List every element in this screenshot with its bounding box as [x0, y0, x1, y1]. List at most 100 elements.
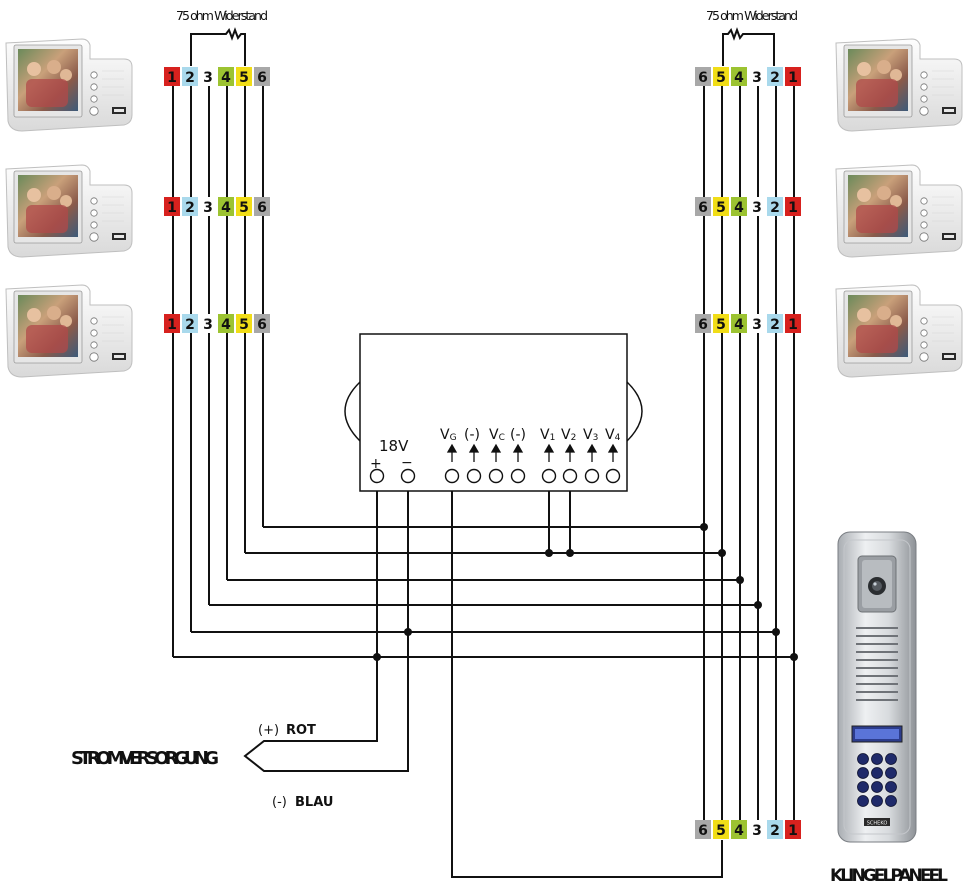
terminal-box-5	[713, 197, 729, 216]
terminal-box-5	[236, 197, 252, 216]
monitor-right-3	[835, 284, 963, 378]
terminal-number-1: 1	[788, 317, 798, 333]
terminal-box-4	[731, 820, 747, 839]
terminal-number-4: 4	[734, 200, 744, 216]
terminal-box-3	[200, 197, 216, 216]
terminal-box-6	[254, 67, 270, 86]
terminal-box-5	[713, 314, 729, 333]
monitor-left-3	[5, 284, 133, 378]
plus-prefix: (+)	[258, 723, 279, 738]
terminal-box-1	[164, 67, 180, 86]
terminal-number-4: 4	[734, 317, 744, 333]
terminal-box-4	[218, 197, 234, 216]
terminal-number-5: 5	[716, 200, 726, 216]
terminal-number-1: 1	[788, 70, 798, 86]
terminal-box-3	[749, 67, 765, 86]
terminal-number-6: 6	[698, 317, 708, 333]
terminal-number-3: 3	[203, 200, 213, 216]
minus-sign: −	[401, 455, 413, 471]
minus-color-label: BLAU	[295, 795, 333, 810]
camera-icon	[857, 555, 897, 613]
terminal-number-5: 5	[239, 70, 249, 86]
terminal-number-4: 4	[221, 200, 231, 216]
terminal-number-5: 5	[716, 823, 726, 839]
vc-minus-label: (-)	[510, 427, 526, 443]
terminal-number-3: 3	[752, 823, 762, 839]
monitor-right-1	[835, 38, 963, 132]
terminal-number-4: 4	[734, 70, 744, 86]
power-supply-labels: STROMVERSORGUNG (+) ROT (-) BLAU	[71, 723, 333, 810]
vg-minus-label: (-)	[464, 427, 480, 443]
terminal-number-1: 1	[788, 823, 798, 839]
speaker-grille	[856, 627, 898, 701]
terminal-box-5	[713, 67, 729, 86]
power-voltage-label: 18V	[379, 437, 409, 455]
input-arrows	[446, 443, 619, 462]
terminal-box-3	[749, 314, 765, 333]
terminal-number-4: 4	[734, 823, 744, 839]
terminal-box-2	[767, 197, 783, 216]
power-supply-title: STROMVERSORGUNG	[71, 748, 219, 769]
terminal-box-6	[254, 314, 270, 333]
terminal-number-2: 2	[185, 70, 195, 86]
terminal-box-2	[767, 820, 783, 839]
resistor-label-right: 75 ohm Widerstand	[706, 8, 798, 23]
terminal-box-4	[218, 314, 234, 333]
terminal-box-1	[785, 67, 801, 86]
terminal-number-5: 5	[239, 317, 249, 333]
terminal-box-5	[236, 67, 252, 86]
plus-sign: +	[370, 456, 382, 472]
terminal-box-6	[695, 197, 711, 216]
terminal-box-4	[731, 197, 747, 216]
terminal-number-6: 6	[698, 200, 708, 216]
terminal-box-2	[182, 67, 198, 86]
brand-mark: SCHEKO	[867, 821, 888, 827]
terminal-number-6: 6	[257, 200, 267, 216]
v3-label: V3	[583, 427, 598, 443]
terminal-number-1: 1	[167, 317, 177, 333]
brand-plate	[864, 818, 890, 826]
terminal-number-3: 3	[752, 200, 762, 216]
v1-label: V1	[540, 427, 555, 443]
keypad	[857, 753, 897, 807]
terminal-number-2: 2	[770, 200, 780, 216]
controller-unit: 18V + − VG (-) VC (-) V1 V2 V3 V4	[344, 333, 643, 492]
vc-label: VC	[489, 427, 505, 443]
terminal-box-1	[785, 820, 801, 839]
terminal-number-3: 3	[203, 70, 213, 86]
resistor-right	[722, 27, 775, 66]
terminal-number-6: 6	[698, 823, 708, 839]
terminal-number-2: 2	[770, 823, 780, 839]
terminal-box-6	[254, 197, 270, 216]
door-panel-label: KLINGELPANEEL	[830, 866, 948, 886]
terminal-number-4: 4	[221, 317, 231, 333]
terminal-number-3: 3	[203, 317, 213, 333]
terminal-number-3: 3	[752, 70, 762, 86]
terminal-box-3	[749, 820, 765, 839]
monitor-right-2	[835, 164, 963, 258]
terminal-number-5: 5	[716, 317, 726, 333]
door-panel: SCHEKO	[837, 531, 917, 843]
monitor-left-1	[5, 38, 133, 132]
terminal-number-1: 1	[167, 200, 177, 216]
terminal-box-4	[218, 67, 234, 86]
terminal-box-3	[200, 67, 216, 86]
terminal-number-6: 6	[698, 70, 708, 86]
terminal-box-5	[236, 314, 252, 333]
terminal-box-2	[767, 67, 783, 86]
resistor-left	[190, 27, 246, 66]
terminal-box-1	[785, 197, 801, 216]
terminal-number-5: 5	[716, 70, 726, 86]
terminal-box-6	[695, 314, 711, 333]
terminal-box-4	[731, 67, 747, 86]
terminal-number-1: 1	[167, 70, 177, 86]
terminal-box-6	[695, 820, 711, 839]
